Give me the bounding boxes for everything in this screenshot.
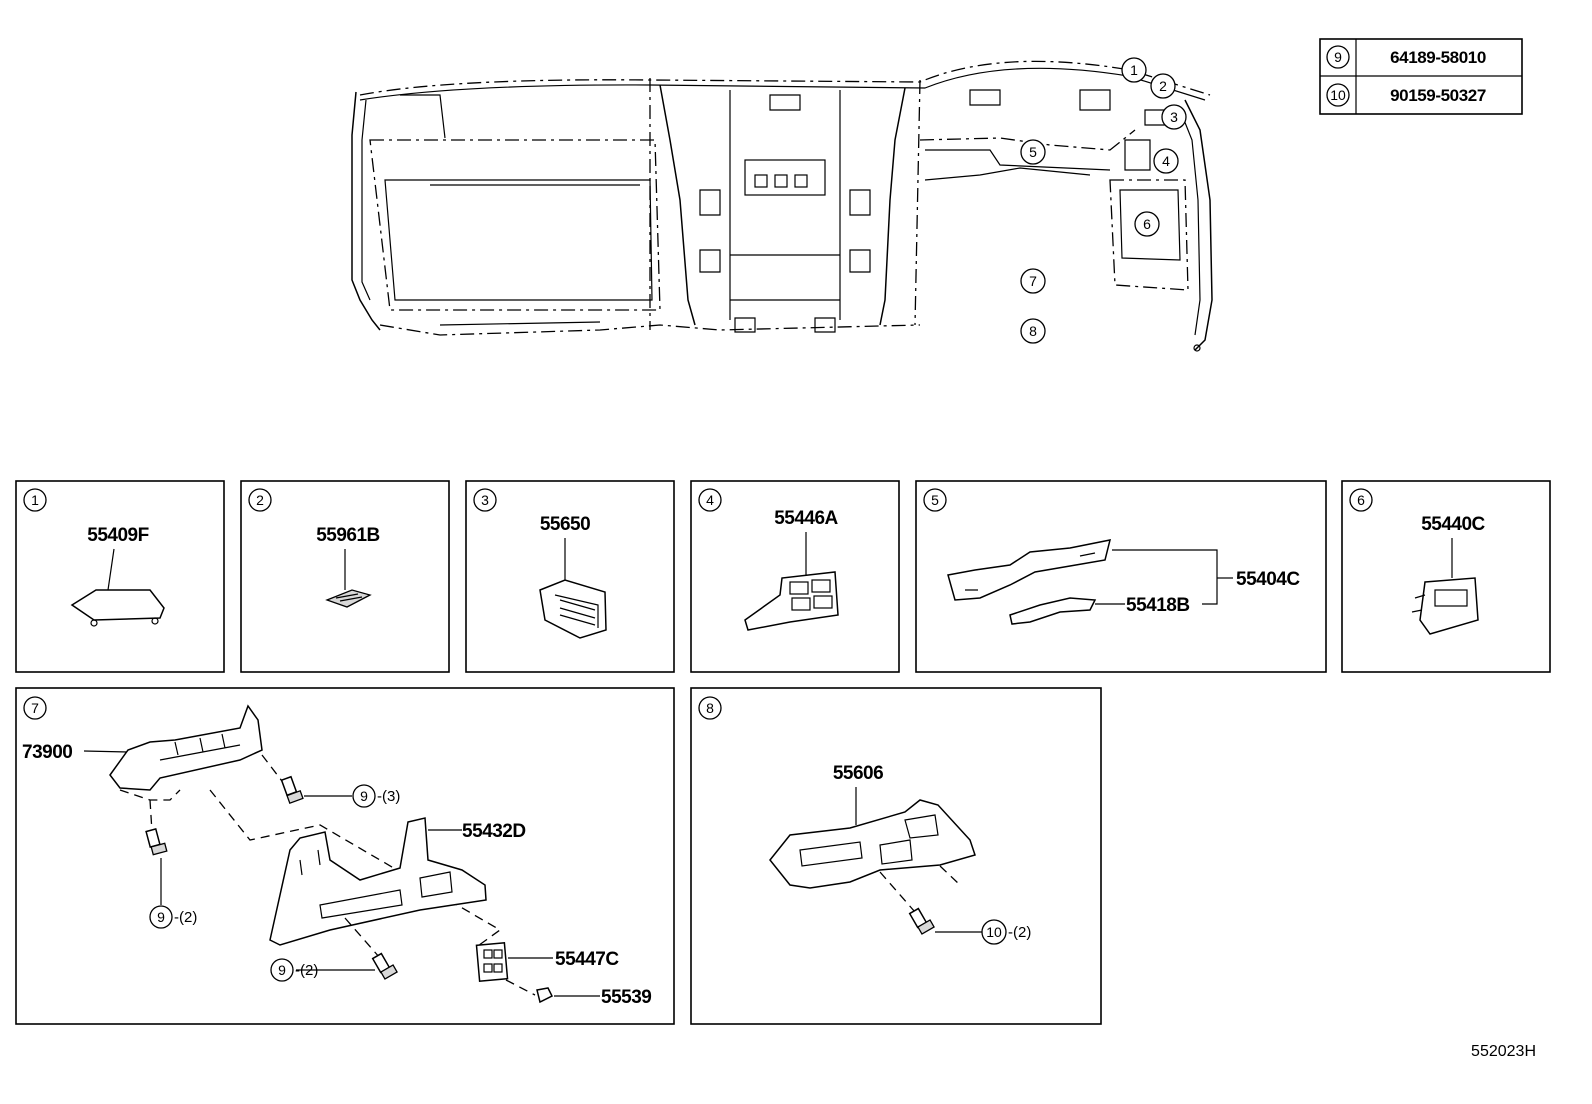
part-number[interactable]: 55432D xyxy=(462,821,526,842)
part-number[interactable]: 55418B xyxy=(1126,595,1190,616)
bolt-illustration xyxy=(145,828,168,856)
svg-text:-(2): -(2) xyxy=(1008,924,1031,941)
overview-callout-1[interactable]: 1 xyxy=(1121,57,1147,83)
panel-7: 7 73900 9 -(3) 9 -(2) xyxy=(15,687,675,1025)
svg-text:7: 7 xyxy=(1029,273,1037,289)
fastener-callout-9-qty2-left[interactable]: 9 -(2) xyxy=(149,905,197,929)
panel-number: 2 xyxy=(256,492,264,508)
dashboard-overview-illustration xyxy=(351,60,1213,352)
legend-ref-9: 9 xyxy=(1334,49,1342,65)
panel-8: 8 55606 10 -(2) xyxy=(690,687,1102,1025)
overview-callout-7[interactable]: 7 xyxy=(1020,268,1046,294)
svg-text:-(3): -(3) xyxy=(377,788,400,805)
reinforcement-illustration xyxy=(109,704,263,791)
part-number[interactable]: 55606 xyxy=(833,763,884,784)
legend-ref-10: 10 xyxy=(1330,87,1346,103)
part-number[interactable]: 55447C xyxy=(555,949,620,970)
panel-number: 3 xyxy=(481,492,489,508)
fastener-callout-9-qty3[interactable]: 9 -(3) xyxy=(352,784,400,808)
svg-text:-(2): -(2) xyxy=(295,962,318,979)
overview-callout-8[interactable]: 8 xyxy=(1020,318,1046,344)
bolt-illustration xyxy=(371,952,398,980)
svg-text:8: 8 xyxy=(1029,323,1037,339)
panel-number: 5 xyxy=(931,492,939,508)
overview-callout-4[interactable]: 4 xyxy=(1153,148,1179,174)
panel-number: 7 xyxy=(31,700,39,716)
panel-3: 3 55650 xyxy=(465,480,675,673)
panel-number: 1 xyxy=(31,492,39,508)
overview-callout-6[interactable]: 6 xyxy=(1134,211,1160,237)
panel-4: 4 55446A xyxy=(690,480,900,673)
legend-row-10: 10 90159-50327 xyxy=(1326,83,1486,107)
part-number[interactable]: 55650 xyxy=(540,514,591,535)
duct-illustration xyxy=(769,799,976,889)
legend-part-9[interactable]: 64189-58010 xyxy=(1390,48,1486,67)
panel-5: 5 55404C 55418B xyxy=(915,480,1327,673)
panel-number: 6 xyxy=(1357,492,1365,508)
overview-callouts: 1 2 3 4 5 6 7 8 xyxy=(1020,57,1187,344)
legend-part-10[interactable]: 90159-50327 xyxy=(1390,86,1486,105)
panel-number: 4 xyxy=(706,492,714,508)
diagram-code: 552023H xyxy=(1471,1043,1536,1060)
svg-text:2: 2 xyxy=(1159,78,1167,94)
panel-1: 1 55409F xyxy=(15,480,225,673)
fastener-callout-10-qty2[interactable]: 10 -(2) xyxy=(981,919,1031,945)
bolt-illustration xyxy=(280,775,304,804)
part-number[interactable]: 55446A xyxy=(774,508,839,529)
svg-text:-(2): -(2) xyxy=(174,909,197,926)
part-number[interactable]: 55539 xyxy=(601,987,652,1008)
legend-row-9: 9 64189-58010 xyxy=(1326,45,1486,69)
svg-text:4: 4 xyxy=(1162,153,1170,169)
panel-6: 6 55440C xyxy=(1341,480,1551,673)
part-number[interactable]: 73900 xyxy=(22,742,73,763)
part-number[interactable]: 55404C xyxy=(1236,569,1301,590)
part-number[interactable]: 55961B xyxy=(316,525,380,546)
fastener-callout-9-qty2-bottom[interactable]: 9 -(2) xyxy=(270,958,318,982)
cover-illustration xyxy=(70,589,165,621)
overview-callout-5[interactable]: 5 xyxy=(1020,139,1046,165)
overview-callout-2[interactable]: 2 xyxy=(1150,73,1176,99)
svg-text:9: 9 xyxy=(278,962,286,978)
lower-panel-illustration xyxy=(269,817,487,946)
svg-text:10: 10 xyxy=(986,924,1002,940)
panel-number: 8 xyxy=(706,700,714,716)
svg-text:1: 1 xyxy=(1130,62,1138,78)
part-number[interactable]: 55409F xyxy=(87,525,149,546)
part-number[interactable]: 55440C xyxy=(1421,514,1486,535)
panel-2: 2 55961B xyxy=(240,480,450,673)
trim-panel-illustration xyxy=(947,539,1112,601)
clip-illustration xyxy=(536,987,554,1004)
svg-text:9: 9 xyxy=(157,909,165,925)
svg-text:5: 5 xyxy=(1029,144,1037,160)
svg-text:3: 3 xyxy=(1170,109,1178,125)
trim-strip-illustration xyxy=(1009,597,1097,625)
switch-illustration xyxy=(475,942,509,982)
svg-text:9: 9 xyxy=(360,788,368,804)
screw-illustration xyxy=(908,907,935,935)
overview-callout-3[interactable]: 3 xyxy=(1161,104,1187,130)
pad-illustration xyxy=(325,589,372,608)
svg-text:6: 6 xyxy=(1143,216,1151,232)
vent-illustration xyxy=(539,579,607,639)
legend-table: 9 64189-58010 10 90159-50327 xyxy=(1319,38,1523,115)
